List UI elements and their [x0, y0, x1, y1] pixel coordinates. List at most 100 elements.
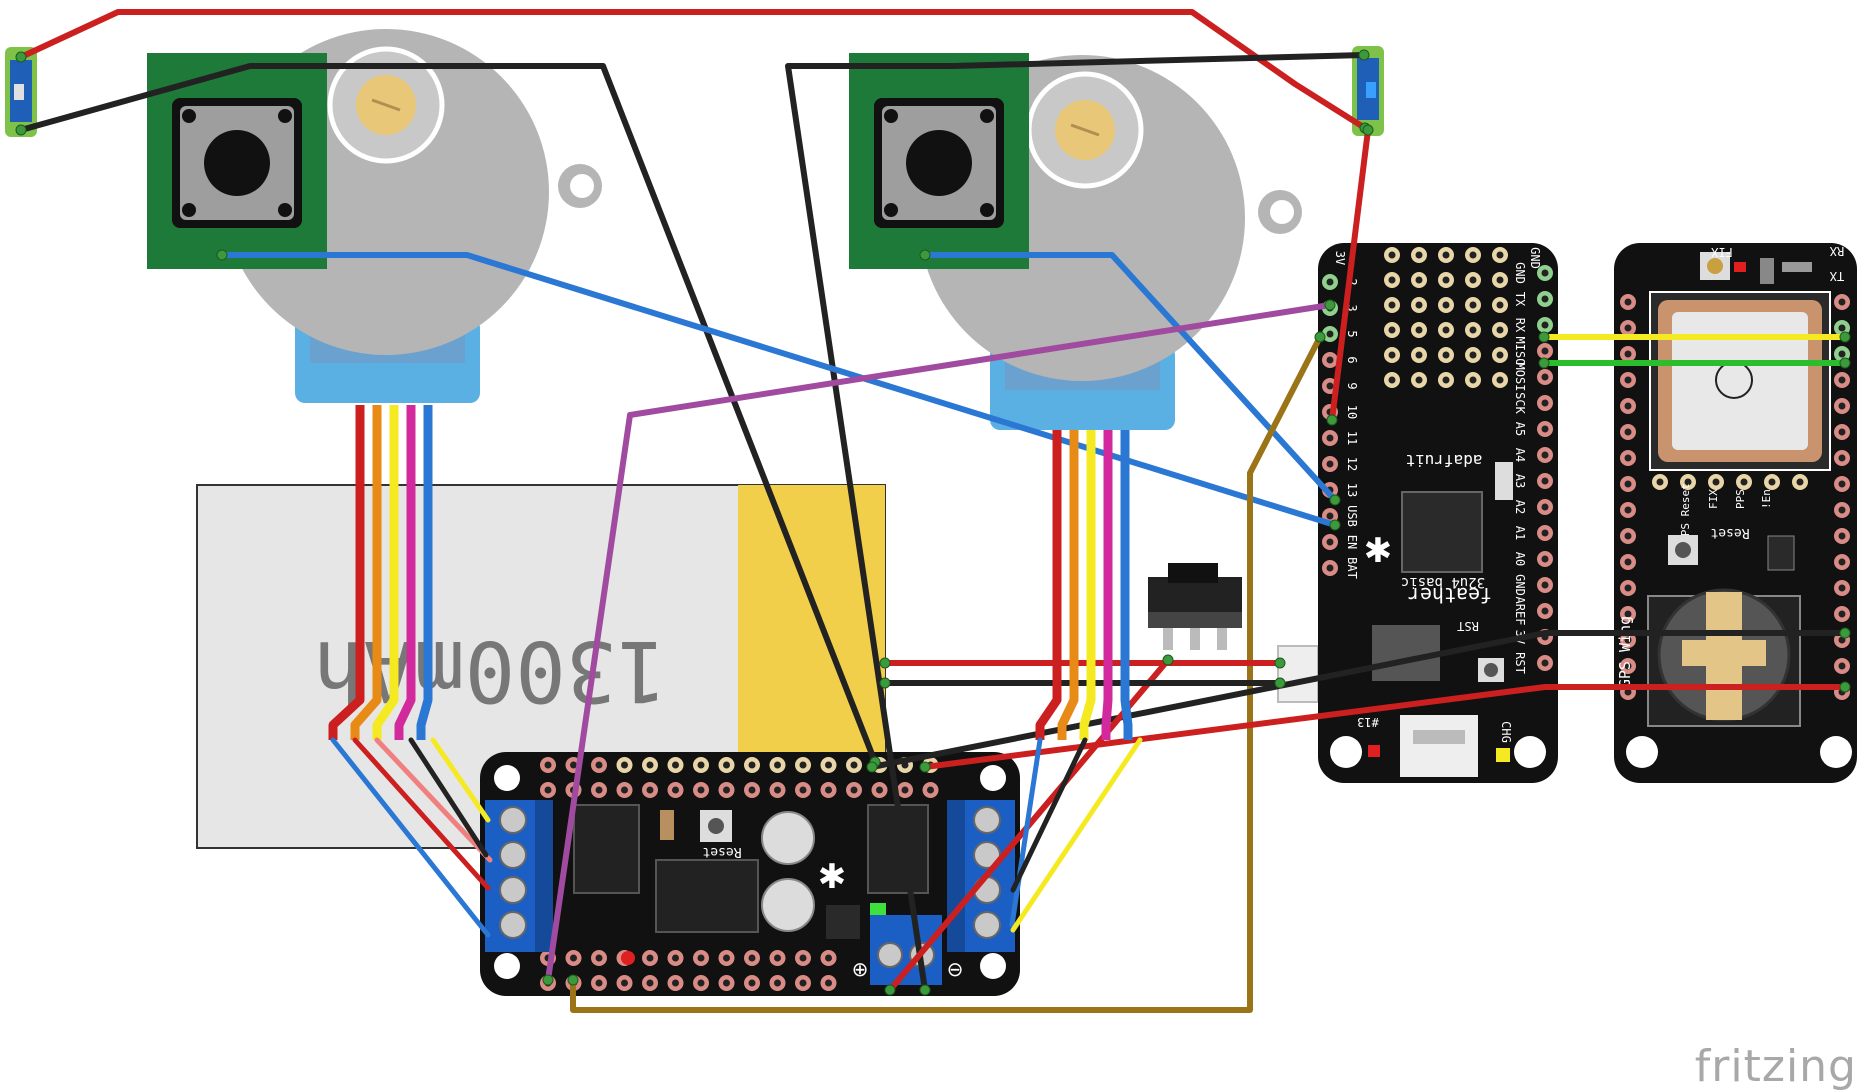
feather-left-pin-hole	[1326, 382, 1334, 390]
feather-top-pin-label: GND	[1528, 247, 1542, 269]
ribbon-wire-left	[372, 405, 399, 740]
proto-hole-hole	[1442, 376, 1450, 384]
motor-ribbon-cables	[328, 405, 1133, 740]
feather-right-pin-label: A0	[1513, 552, 1527, 566]
header-pin-hole	[901, 786, 909, 794]
gps-right-header	[1834, 294, 1850, 700]
gps-reset-label: Reset	[1710, 525, 1749, 540]
gps-right-pin-hole	[1838, 610, 1846, 618]
gps-tx-label: TX	[1829, 269, 1844, 283]
proto-hole-hole	[1469, 326, 1477, 334]
header-pin-hole	[825, 786, 832, 794]
feather-proto-grid	[1384, 247, 1508, 388]
header-pin-hole	[621, 979, 628, 987]
gps-left-pin-hole	[1624, 350, 1632, 358]
wire-brown	[570, 334, 1323, 1013]
wire-blue-right	[922, 252, 1338, 503]
gps-left-pin-hole	[1624, 298, 1632, 306]
motor-lead-left	[374, 737, 493, 863]
header-pin-hole	[697, 761, 705, 769]
wire-end-dot	[1329, 494, 1341, 506]
feather-left-pin-hole	[1326, 356, 1334, 364]
wire-end-dot	[1329, 519, 1341, 531]
feather-left-pin-hole	[1326, 538, 1334, 546]
header-pin-hole	[621, 786, 628, 794]
proto-hole-hole	[1496, 301, 1504, 309]
gps-right-pin-hole	[1838, 558, 1846, 566]
gps-pad-hole	[1656, 478, 1664, 486]
motor-leads	[330, 737, 1143, 938]
wire-end-dot	[919, 984, 931, 996]
feather-right-header	[1537, 265, 1553, 671]
gps-right-pin-hole	[1838, 324, 1846, 332]
proto-hole-hole	[1469, 276, 1477, 284]
feather-right-pin-hole	[1541, 269, 1549, 277]
header-pin-hole	[646, 979, 654, 987]
wires	[18, 9, 1848, 1013]
feather-right-pin-label: RST	[1513, 652, 1527, 674]
header-pin-hole	[799, 786, 807, 794]
feather-right-pin-label: A3	[1513, 474, 1527, 488]
wire-black-gps	[869, 630, 1848, 770]
wire-black-right	[785, 52, 1367, 993]
feather-right-pin-label: A5	[1513, 422, 1527, 436]
header-pin-hole	[672, 954, 679, 962]
wire-end-dot	[1839, 627, 1851, 639]
proto-hole-hole	[1388, 351, 1396, 359]
proto-hole-hole	[1496, 326, 1504, 334]
feather-rst-label: RST	[1457, 619, 1479, 633]
feather-left-pin-label: 11	[1345, 431, 1359, 445]
header-pin-hole	[748, 786, 756, 794]
header-pin-hole	[570, 761, 577, 769]
header-pin-hole	[748, 979, 756, 987]
gps-left-pin-hole	[1624, 454, 1632, 462]
proto-hole-hole	[1415, 351, 1423, 359]
usb-port	[1400, 715, 1478, 777]
battery-connector	[1277, 645, 1319, 703]
header-pin-hole	[697, 979, 705, 987]
gps-fix-pin-label: FIX	[1707, 489, 1720, 509]
proto-hole-hole	[1442, 301, 1450, 309]
wire-red-top	[18, 9, 1368, 131]
header-pin-hole	[672, 979, 679, 987]
header-pin-hole	[876, 786, 883, 794]
feather-left-pin-label: 12	[1345, 457, 1359, 471]
wire-black-left	[18, 63, 878, 765]
gps-right-pin-hole	[1838, 480, 1846, 488]
gps-left-pin-hole	[1624, 584, 1632, 592]
small-sensor-left	[5, 47, 37, 137]
header-pin-hole	[723, 786, 730, 794]
header-pin-hole	[646, 954, 654, 962]
proto-hole-hole	[1415, 251, 1423, 259]
header-pin-hole	[672, 786, 679, 794]
ribbon-wire-left	[416, 405, 433, 740]
feather-left-pin-hole	[1326, 434, 1334, 442]
feather-right-pin-hole	[1541, 373, 1549, 381]
wire-end-dot	[1839, 681, 1851, 693]
wire-end-dot	[15, 124, 27, 136]
header-pin-hole	[748, 954, 756, 962]
gps-right-pin-hole	[1838, 402, 1846, 410]
push-button-right	[849, 53, 1029, 269]
motor-lead-right	[1010, 737, 1143, 933]
proto-hole-hole	[1496, 276, 1504, 284]
feather-right-pin-hole	[1541, 347, 1549, 355]
motor-lead-left	[352, 737, 491, 891]
proto-hole-hole	[1496, 351, 1504, 359]
motor-lead-right	[1010, 737, 1088, 893]
wire-end-dot	[879, 657, 891, 669]
gps-left-pin-hole	[1624, 480, 1632, 488]
header-pin-hole	[723, 954, 730, 962]
motor-lead-left	[330, 737, 491, 938]
gps-pad-hole	[1712, 478, 1720, 486]
header-pin-hole	[927, 786, 934, 794]
ribbon-wire-right	[1120, 430, 1133, 740]
header-pin-hole	[544, 786, 552, 794]
proto-hole-hole	[1496, 251, 1504, 259]
proto-hole-hole	[1415, 276, 1423, 284]
feather-right-pin-hole	[1541, 477, 1549, 485]
motor-lead-left	[430, 737, 491, 823]
wire-red-gps	[922, 684, 1848, 770]
